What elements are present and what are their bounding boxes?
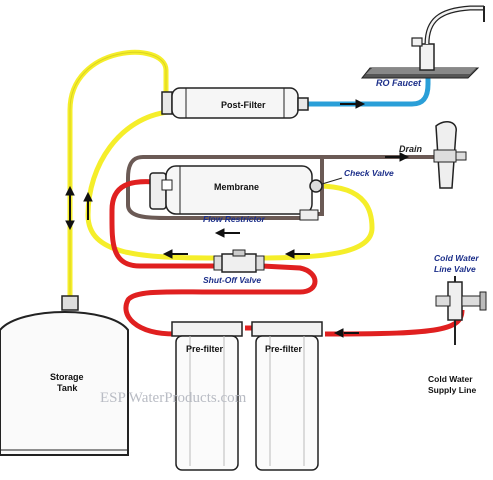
- membrane-housing: Membrane: [149, 165, 313, 215]
- prefilter-a-label: Pre-filter: [186, 344, 224, 354]
- prefilter-b: Pre-filter: [251, 321, 323, 471]
- cold-water-line-valve: Cold Water Line Valve: [434, 253, 487, 345]
- red-tube-supply: [325, 309, 465, 337]
- cold-water-line-valve-label-1: Cold Water: [434, 253, 479, 263]
- ro-faucet-label: RO Faucet: [376, 78, 422, 88]
- flow-restrictor-label: Flow Restrictor: [203, 214, 266, 224]
- shut-off-valve: Shut-Off Valve: [203, 249, 265, 285]
- drain-tube: [126, 155, 324, 220]
- flow-arrows: [65, 99, 410, 338]
- red-tube-shutoff-to-membrane: [109, 179, 215, 269]
- post-filter: Post-Filter: [161, 87, 309, 119]
- flow-restrictor: Flow Restrictor: [203, 209, 319, 224]
- cold-water-line-valve-label-2: Line Valve: [434, 264, 476, 274]
- cold-water-supply-label-1: Cold Water: [428, 374, 473, 384]
- storage-tank-label-2: Tank: [57, 383, 78, 393]
- red-tube-prefilter-to-shutoff: [123, 263, 318, 337]
- prefilter-b-label: Pre-filter: [265, 344, 303, 354]
- yellow-tube-checkvalve-to-shutoff: [259, 183, 375, 261]
- post-filter-label: Post-Filter: [221, 100, 266, 110]
- cold-water-supply-line: Cold Water Supply Line: [428, 374, 476, 395]
- check-valve-label: Check Valve: [344, 168, 394, 178]
- membrane-label: Membrane: [214, 182, 259, 192]
- drain-label: Drain: [399, 144, 423, 154]
- drain-saddle: Drain: [399, 121, 467, 189]
- storage-tank: Storage Tank: [0, 295, 129, 456]
- prefilter-a: Pre-filter: [171, 321, 243, 471]
- cold-water-supply-label-2: Supply Line: [428, 385, 476, 395]
- watermark: ESP WaterProducts.com: [100, 390, 247, 406]
- storage-tank-label-1: Storage: [50, 372, 84, 382]
- check-valve: Check Valve: [309, 168, 394, 193]
- shut-off-valve-label: Shut-Off Valve: [203, 275, 261, 285]
- blue-tube-to-faucet: [305, 70, 431, 107]
- ro-faucet: RO Faucet: [360, 5, 485, 88]
